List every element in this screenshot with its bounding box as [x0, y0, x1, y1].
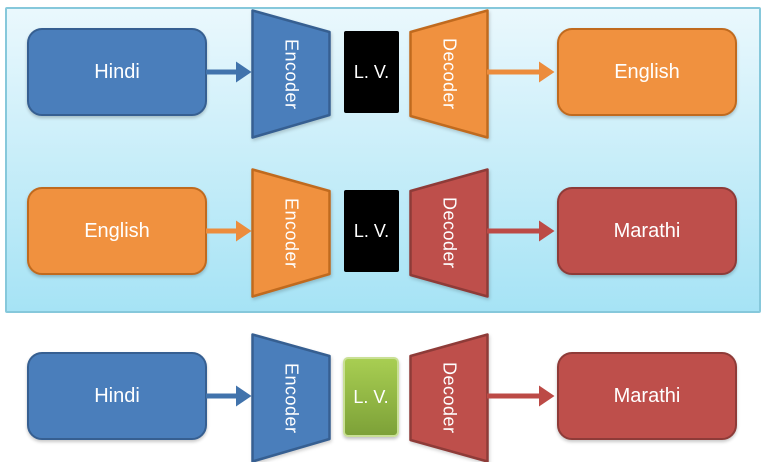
latent-vector-box: L. V.: [343, 357, 399, 437]
decoder-trapezoid: Decoder: [409, 333, 489, 462]
source-language-box: English: [27, 187, 207, 275]
decoder-shape: [409, 9, 489, 139]
encoder-label: Encoder: [281, 197, 302, 269]
pipeline-row-hindi-marathi: Hindi Encoder L. V. Decoder Marathi: [0, 333, 768, 462]
arrow-decoder-to-target: [487, 61, 555, 83]
decoder-shape: [409, 168, 489, 298]
target-language-label: English: [614, 60, 680, 83]
source-language-label: Hindi: [94, 60, 140, 83]
encoder-trapezoid: Encoder: [251, 168, 331, 298]
encoder-label: Encoder: [281, 38, 302, 110]
pipeline-row-english-marathi: English Encoder L. V. Decoder Marathi: [0, 168, 768, 298]
source-language-box: Hindi: [27, 28, 207, 116]
pipeline-row-hindi-english: Hindi Encoder L. V. Decoder English: [0, 9, 768, 139]
decoder-label: Decoder: [439, 362, 460, 434]
arrow-shape: [487, 385, 555, 407]
encoder-label: Encoder: [281, 362, 302, 434]
arrow-shape: [206, 385, 252, 407]
arrow-decoder-to-target: [487, 220, 555, 242]
target-language-label: Marathi: [613, 384, 681, 407]
latent-vector-label: L. V.: [353, 386, 389, 407]
decoder-label: Decoder: [439, 197, 460, 269]
arrow-source-to-encoder: [206, 61, 252, 83]
encoder-trapezoid: Encoder: [251, 333, 331, 462]
arrow-shape: [206, 61, 252, 83]
arrow-source-to-encoder: [206, 220, 252, 242]
arrow-shape: [487, 61, 555, 83]
decoder-label: Decoder: [439, 38, 460, 110]
arrow-source-to-encoder: [206, 385, 252, 407]
target-language-box: Marathi: [557, 352, 737, 440]
target-language-label: Marathi: [613, 219, 681, 242]
decoder-trapezoid: Decoder: [409, 168, 489, 298]
target-language-box: Marathi: [557, 187, 737, 275]
latent-vector-box: L. V.: [344, 190, 399, 272]
encoder-trapezoid: Encoder: [251, 9, 331, 139]
target-language-box: English: [557, 28, 737, 116]
latent-vector-box: L. V.: [344, 31, 399, 113]
source-language-label: Hindi: [94, 384, 140, 407]
source-language-box: Hindi: [27, 352, 207, 440]
arrow-decoder-to-target: [487, 385, 555, 407]
encoder-shape: [251, 333, 331, 462]
encoder-shape: [251, 168, 331, 298]
encoder-shape: [251, 9, 331, 139]
decoder-trapezoid: Decoder: [409, 9, 489, 139]
latent-vector-label: L. V.: [353, 61, 390, 82]
source-language-label: English: [84, 219, 150, 242]
latent-vector-label: L. V.: [353, 220, 390, 241]
arrow-shape: [206, 220, 252, 242]
arrow-shape: [487, 220, 555, 242]
